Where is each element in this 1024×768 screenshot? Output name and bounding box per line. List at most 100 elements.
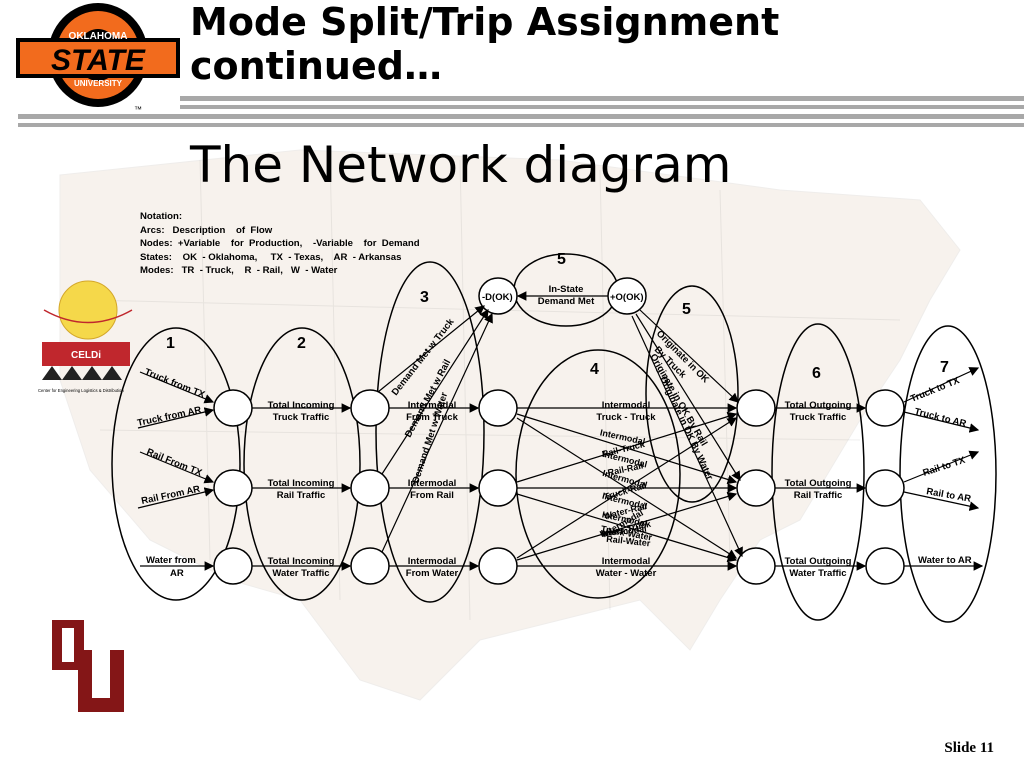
label-truck-to-tx: Truck to TX (909, 375, 962, 405)
celdi-label: CELDi (71, 350, 101, 361)
arc-originate-rail (635, 313, 741, 482)
group-number-5-top: 5 (557, 251, 566, 268)
arc-demand-water (381, 312, 493, 553)
label-incoming-truck-1: Total Incoming (268, 400, 335, 411)
label-outgoing-water-2: Water Traffic (789, 568, 846, 579)
ou-logo (52, 620, 124, 712)
osu-logo-banner (16, 38, 180, 78)
node-1-water (213, 547, 253, 585)
label-rail-from-ar: Rail From AR (140, 484, 201, 507)
celdi-logo: CELDi Center for Engineering Logistics &… (38, 280, 133, 393)
arc-demand-rail (381, 308, 489, 475)
arc-rail-truck (516, 411, 738, 483)
arc-rail-from-tx (139, 451, 215, 484)
celdi-triangles-icon (42, 366, 122, 380)
group-number-1: 1 (166, 335, 175, 352)
group-number-4: 4 (590, 361, 599, 378)
node-2-water (350, 547, 390, 585)
label-intermodal-from-truck-2: From Truck (406, 412, 458, 423)
group-4-ellipse (515, 349, 681, 599)
label-water-from: Water from (146, 555, 196, 566)
label-outgoing-water-1: Total Outgoing (785, 556, 852, 567)
node-3-rail (478, 469, 518, 507)
osu-logo-main-text: STATE (51, 44, 146, 77)
label-outgoing-truck-2: Truck Traffic (790, 412, 847, 423)
label-instate-1: In-State (549, 284, 584, 295)
arc-rail-to-tx (903, 450, 980, 483)
label-rail-from-tx: Rail From TX (145, 447, 204, 479)
header-rule-3 (18, 114, 1024, 119)
group-number-3: 3 (420, 289, 429, 306)
node-3-truck (478, 389, 518, 427)
group-7-ellipse (899, 325, 997, 623)
label-truck-truck-1: Intermodal (602, 400, 651, 411)
label-truck-from-ar: Truck from AR (136, 405, 202, 429)
label-outgoing-rail-1: Total Outgoing (785, 478, 852, 489)
label-intermodal-from-truck-1: Intermodal (408, 400, 457, 411)
node-2-rail (350, 469, 390, 507)
label-water-water-2: Water - Water (596, 568, 657, 579)
arc-originate-truck (639, 309, 739, 403)
group-1-ellipse (111, 327, 241, 601)
notation-line: Notation: (140, 211, 183, 222)
slide-title-line1: Mode Split/Trip Assignment (190, 0, 780, 44)
osu-logo-tm: ™ (134, 105, 142, 114)
arc-truck-to-tx (903, 367, 980, 403)
notation-line: Arcs: Description of Flow (140, 224, 273, 236)
osu-logo-bottom-text: UNIVERSITY (74, 79, 123, 88)
celdi-caption: Center for Engineering Logistics & Distr… (38, 388, 124, 393)
arc-rail-to-ar (903, 491, 980, 511)
slide-number: Slide 11 (944, 740, 994, 756)
arc-truck-from-tx (139, 371, 215, 404)
node-1-rail (213, 469, 253, 507)
osu-logo: OKLAHOMA STATE UNIVERSITY ™ (16, 3, 180, 114)
label-intermodal-from-water-2: From Water (406, 568, 459, 579)
group-number-6: 6 (812, 365, 821, 382)
label-water-to-ar: Water to AR (918, 555, 972, 566)
node-7-truck (865, 389, 905, 427)
label-origin-node: +O(OK) (610, 292, 644, 303)
celdi-banner (42, 342, 130, 366)
arc-demand-truck (377, 305, 485, 393)
ou-logo-u (78, 650, 124, 712)
osu-logo-top-text: OKLAHOMA (69, 31, 128, 42)
label-water-from-ar: AR (170, 568, 184, 579)
label-intermodal-from-rail-2: From Rail (410, 490, 454, 501)
node-6-rail (736, 469, 776, 507)
node-6-truck (736, 389, 776, 427)
label-incoming-water-2: Water Traffic (272, 568, 329, 579)
celdi-globe-icon (58, 280, 118, 340)
label-intermodal-from-water-1: Intermodal (408, 556, 457, 567)
node-2-truck (350, 389, 390, 427)
arc-truck-from-ar (137, 407, 215, 429)
label-instate-2: Demand Met (538, 296, 595, 307)
label-incoming-truck-2: Truck Traffic (273, 412, 330, 423)
group-number-5-right: 5 (682, 301, 691, 318)
label-outgoing-rail-2: Rail Traffic (794, 490, 843, 501)
node-1-truck (213, 389, 253, 427)
arc-rail-from-ar (137, 487, 215, 509)
label-incoming-rail-1: Total Incoming (268, 478, 335, 489)
label-rail-to-tx: Rail to TX (922, 455, 968, 479)
label-cross-13: Rail-Water (606, 534, 651, 549)
arc-water-truck (516, 417, 738, 559)
header-rule-4 (18, 123, 1024, 127)
group-3-ellipse (375, 261, 485, 603)
label-cross-12: Intermodal (600, 524, 647, 539)
header-rule-1 (180, 96, 1024, 101)
celdi-orbit-icon (43, 309, 133, 324)
label-truck-from-tx: Truck from TX (143, 367, 207, 401)
label-incoming-rail-2: Rail Traffic (277, 490, 326, 501)
slide-title-line2: continued… (190, 44, 442, 88)
label-incoming-water-1: Total Incoming (268, 556, 335, 567)
label-water-water-1: Intermodal (602, 556, 651, 567)
notation-line: Modes: TR - Truck, R - Rail, W - Water (140, 265, 338, 276)
label-demand-truck: Demand Met w Truck (390, 316, 457, 398)
label-truck-to-ar: Truck to AR (913, 406, 967, 430)
node-7-rail (865, 469, 905, 507)
arc-water-rail (516, 491, 738, 561)
slide-subtitle: The Network diagram (190, 136, 732, 194)
label-outgoing-truck-1: Total Outgoing (785, 400, 852, 411)
